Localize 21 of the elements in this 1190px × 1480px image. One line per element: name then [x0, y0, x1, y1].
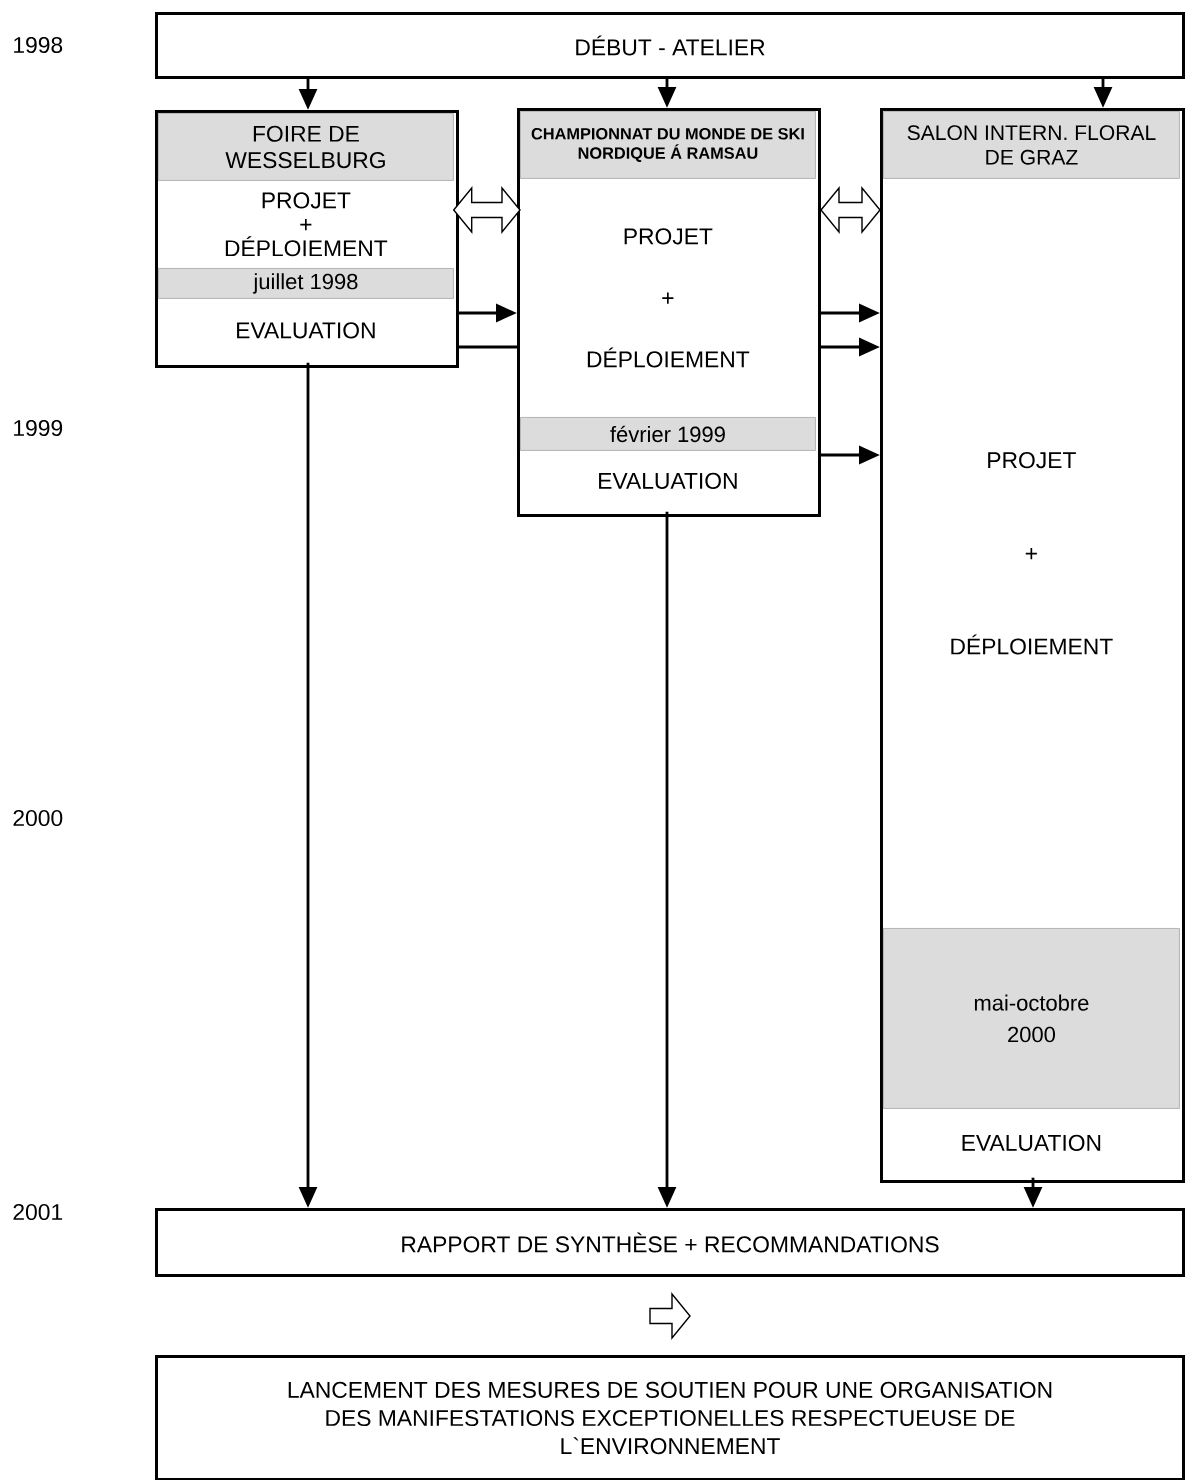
- hollow-arrow: [649, 1292, 691, 1340]
- title-box: DÉBUT - ATELIER: [155, 12, 1185, 79]
- body-text: EVALUATION: [962, 1134, 1101, 1151]
- date-band: février 1999: [520, 417, 816, 451]
- year-label: 2000: [13, 809, 63, 827]
- body-text: EVALUATION: [599, 472, 737, 489]
- header-band: CHAMPIONNAT DU MONDE DE SKI NORDIQUE Á RAMSAU: [520, 111, 816, 179]
- summary-box: RAPPORT DE SYNTHÈSE + RECOMMANDATIONS: [155, 1208, 1185, 1277]
- year-label: 1999: [14, 419, 63, 437]
- result-box: LANCEMENT DES MESURES DE SOUTIEN POUR UNE ORGANISATION DES MANIFESTATIONS EXCEPTIONELLES RESPECTUEUSE DE L`ENVIRONNEMENT: [155, 1355, 1185, 1480]
- double-arrow: [820, 186, 881, 234]
- date-band: mai-octobre 2000: [883, 928, 1180, 1109]
- header-band: FOIRE DE WESSELBURG: [158, 113, 454, 181]
- year-label: 1998: [14, 36, 63, 54]
- body-text: EVALUATION: [237, 322, 375, 339]
- body-text: PROJET + DÉPLOIEMENT: [587, 228, 750, 368]
- body-text: PROJET + DÉPLOIEMENT: [951, 452, 1113, 655]
- year-label: 2001: [13, 1203, 63, 1221]
- body-text: PROJET + DÉPLOIEMENT: [225, 192, 388, 257]
- date-band: juillet 1998: [158, 268, 454, 299]
- header-band: SALON INTERN. FLORAL DE GRAZ: [883, 111, 1180, 179]
